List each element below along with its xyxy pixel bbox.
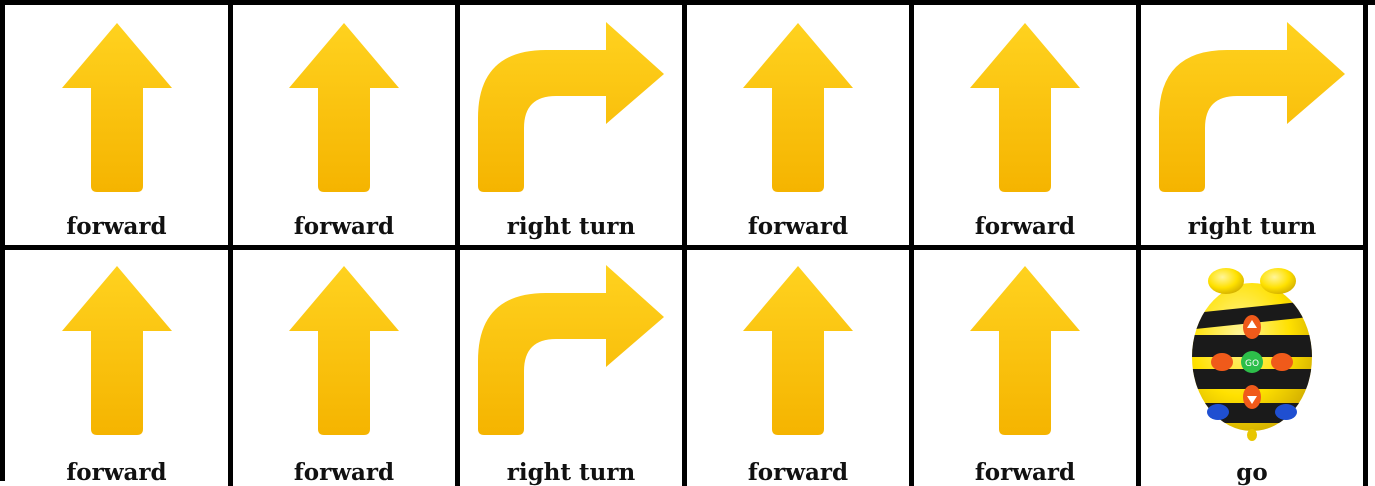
- command-card-7[interactable]: forward: [5, 250, 233, 486]
- command-label: right turn: [507, 215, 635, 238]
- command-label: forward: [748, 215, 848, 238]
- icon-slot: GO: [1141, 258, 1363, 442]
- command-card-1[interactable]: forward: [5, 5, 233, 250]
- icon-slot: [687, 258, 909, 442]
- command-card-2[interactable]: forward: [233, 5, 460, 250]
- svg-text:GO: GO: [1245, 359, 1259, 369]
- right-turn-arrow-icon: [1157, 22, 1347, 192]
- command-label: right turn: [1188, 215, 1316, 238]
- command-card-6[interactable]: right turn: [1141, 5, 1368, 250]
- command-card-10[interactable]: forward: [687, 250, 914, 486]
- command-label: forward: [294, 215, 394, 238]
- icon-slot: [460, 258, 682, 442]
- forward-arrow-icon: [738, 20, 858, 195]
- command-card-8[interactable]: forward: [233, 250, 460, 486]
- right-turn-arrow-icon: [476, 22, 666, 192]
- command-card-3[interactable]: right turn: [460, 5, 687, 250]
- command-card-9[interactable]: right turn: [460, 250, 687, 486]
- forward-arrow-icon: [57, 20, 177, 195]
- forward-arrow-icon: [965, 20, 1085, 195]
- icon-slot: [5, 13, 228, 201]
- forward-arrow-icon: [965, 263, 1085, 438]
- icon-slot: [5, 258, 228, 442]
- forward-arrow-icon: [57, 263, 177, 438]
- right-turn-arrow-icon: [476, 265, 666, 435]
- bee-bot-robot-icon: GO: [1186, 257, 1318, 443]
- icon-slot: [233, 13, 455, 201]
- command-card-4[interactable]: forward: [687, 5, 914, 250]
- icon-slot: [687, 13, 909, 201]
- command-label: forward: [975, 215, 1075, 238]
- icon-slot: [914, 258, 1136, 442]
- forward-arrow-icon: [284, 263, 404, 438]
- icon-slot: [1141, 13, 1363, 201]
- icon-slot: [233, 258, 455, 442]
- command-label: forward: [66, 215, 166, 238]
- icon-slot: [460, 13, 682, 201]
- command-card-11[interactable]: forward: [914, 250, 1141, 486]
- command-card-5[interactable]: forward: [914, 5, 1141, 250]
- forward-arrow-icon: [738, 263, 858, 438]
- command-card-12[interactable]: GO go: [1141, 250, 1368, 486]
- forward-arrow-icon: [284, 20, 404, 195]
- icon-slot: [914, 13, 1136, 201]
